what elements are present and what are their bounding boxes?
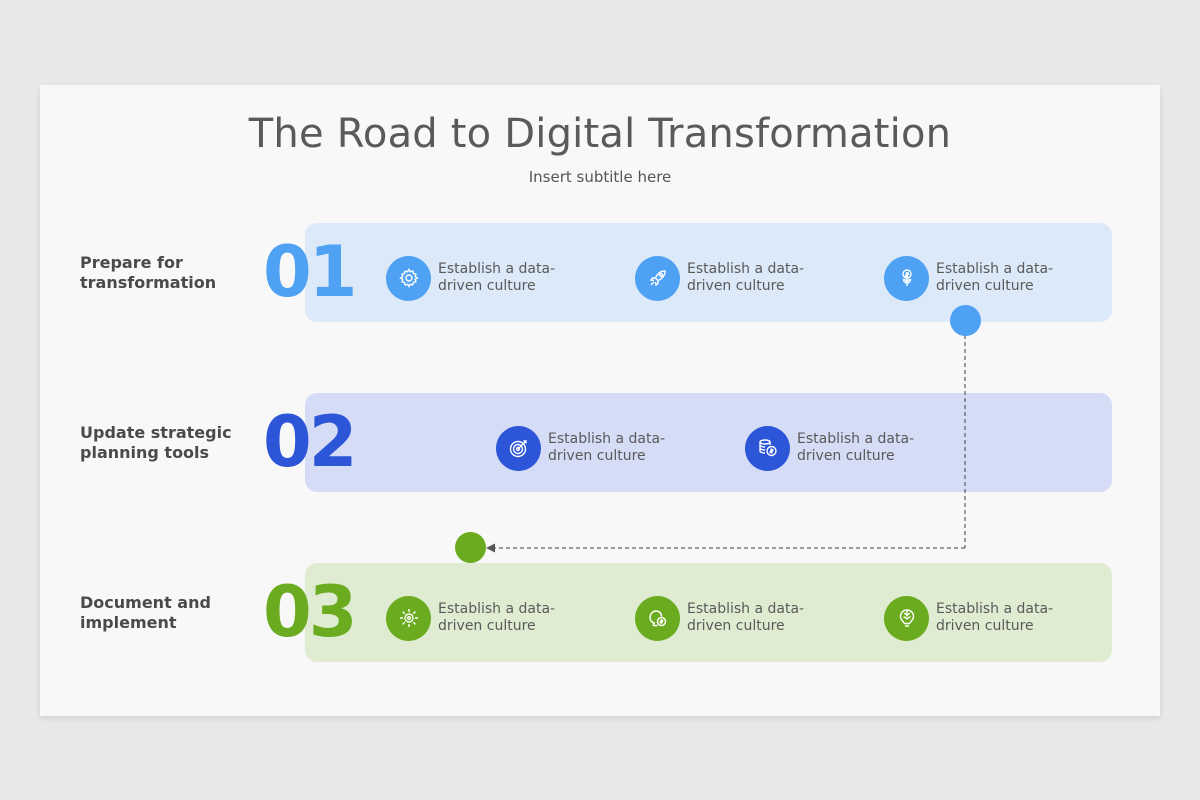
slide-subtitle: Insert subtitle here bbox=[528, 168, 672, 186]
row-3-item-2: Establish a data-driven culture bbox=[635, 594, 807, 642]
row-1-item-2: Establish a data-driven culture bbox=[635, 254, 807, 302]
brain-idea-icon bbox=[884, 595, 929, 641]
row-3-item-1: Establish a data-driven culture bbox=[386, 594, 558, 642]
row-3-item-3: Establish a data-driven culture bbox=[884, 594, 1056, 642]
row-2-band bbox=[305, 393, 1112, 492]
row-1-band bbox=[305, 223, 1112, 322]
row-2-label: Update strategic planning tools bbox=[80, 423, 232, 462]
gear-icon bbox=[386, 255, 431, 301]
row-2-item-2: Establish a data-driven culture bbox=[745, 424, 917, 472]
sun-gear-icon bbox=[386, 595, 431, 641]
row-1-item-3: Establish a data-driven culture bbox=[884, 254, 1056, 302]
row-1-item-2-text: Establish a data-driven culture bbox=[687, 261, 805, 294]
row-3-item-3-text: Establish a data-driven culture bbox=[936, 601, 1054, 634]
row-2-item-1-text: Establish a data-driven culture bbox=[548, 431, 666, 464]
row-3-item-2-text: Establish a data-driven culture bbox=[687, 601, 805, 634]
target-icon bbox=[496, 425, 541, 471]
bulb-dollar-icon bbox=[635, 595, 680, 641]
row-1-item-3-text: Establish a data-driven culture bbox=[936, 261, 1054, 294]
money-plant-icon bbox=[884, 255, 929, 301]
coins-icon bbox=[745, 425, 790, 471]
row-2-item-1: Establish a data-driven culture bbox=[496, 424, 668, 472]
slide-title: The Road to Digital Transformation bbox=[248, 111, 952, 157]
connector-end-dot bbox=[455, 532, 486, 563]
row-1-item-1-text: Establish a data-driven culture bbox=[438, 261, 556, 294]
row-2-item-2-text: Establish a data-driven culture bbox=[797, 431, 915, 464]
row-3-label: Document and implement bbox=[80, 593, 211, 632]
row-1-item-1: Establish a data-driven culture bbox=[386, 254, 558, 302]
rocket-icon bbox=[635, 255, 680, 301]
connector-start-dot bbox=[950, 305, 981, 336]
row-3-band bbox=[305, 563, 1112, 662]
row-3-number: 03 bbox=[263, 571, 357, 653]
row-1-number: 01 bbox=[263, 231, 357, 313]
row-3-item-1-text: Establish a data-driven culture bbox=[438, 601, 556, 634]
connector-arrowhead bbox=[486, 543, 495, 553]
row-1-label: Prepare for transformation bbox=[80, 253, 217, 292]
row-2-number: 02 bbox=[263, 401, 357, 483]
